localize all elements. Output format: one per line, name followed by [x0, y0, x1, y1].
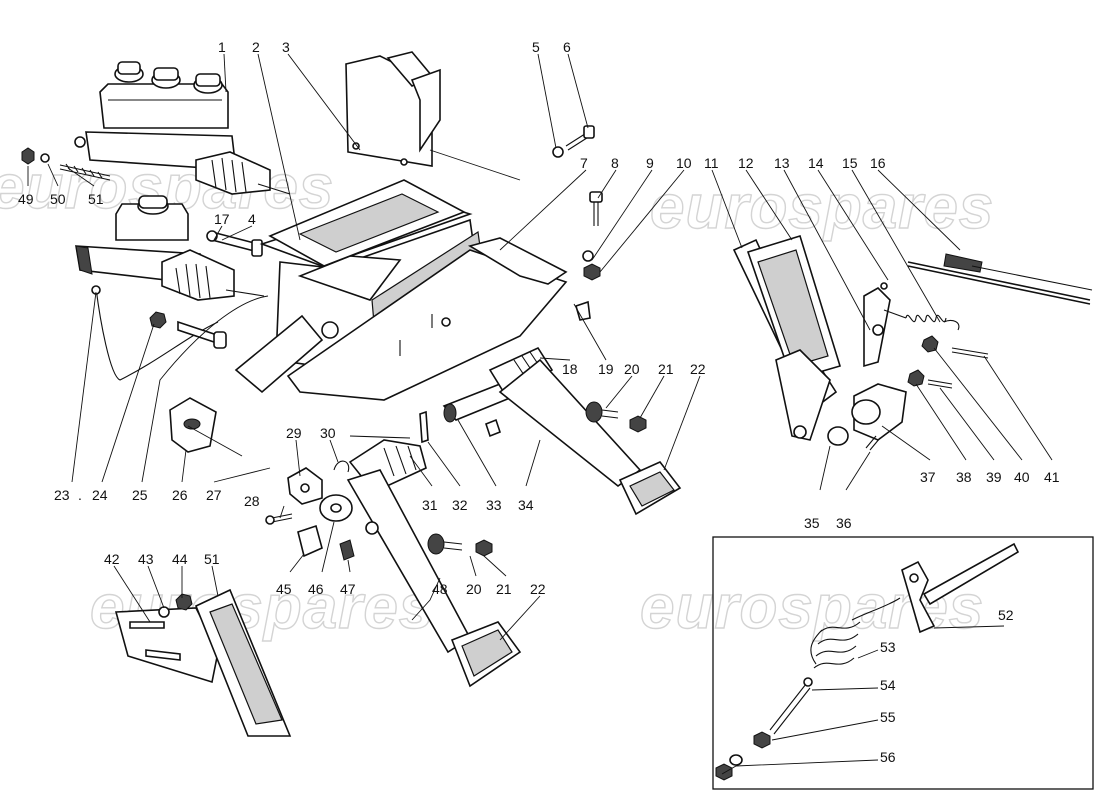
callout-48: 48 [432, 581, 448, 597]
callout-47: 47 [340, 581, 356, 597]
callout-14: 14 [808, 155, 824, 171]
callout-17: 17 [214, 211, 230, 227]
callout-39: 39 [986, 469, 1002, 485]
callout-56: 56 [880, 749, 896, 765]
watermark-bottom-right: eurospares [640, 573, 984, 642]
brake-master-cylinder [74, 61, 291, 195]
callout-51: 51 [88, 191, 104, 207]
callout-5: 5 [532, 39, 540, 55]
callout-19: 19 [598, 361, 614, 377]
callout-4: 4 [248, 211, 256, 227]
callout-26: 26 [172, 487, 188, 503]
callout-55: 55 [880, 709, 896, 725]
hardware-49-50-51 [21, 147, 111, 181]
callout-6: 6 [563, 39, 571, 55]
clutch-pedal-assembly [442, 346, 682, 516]
callout-12: 12 [738, 155, 754, 171]
callout-22-lower: 22 [530, 581, 546, 597]
callout-54: 54 [880, 677, 896, 693]
callout-44: 44 [172, 551, 188, 567]
callout-21: 21 [658, 361, 674, 377]
small-parts-center [265, 410, 429, 561]
callout-37: 37 [920, 469, 936, 485]
callout-32: 32 [452, 497, 468, 513]
callout-10: 10 [676, 155, 692, 171]
bushing-19 [575, 300, 591, 321]
leader-lines [27, 53, 1053, 775]
brake-pedal-assembly [346, 439, 522, 688]
separator-dot: . [78, 487, 82, 503]
callout-27: 27 [206, 487, 222, 503]
callout-50: 50 [50, 191, 66, 207]
callout-49: 49 [18, 191, 34, 207]
bolt-8-nut-9 [582, 191, 603, 281]
pivot-bracket-37 [827, 335, 989, 451]
callout-7: 7 [580, 155, 588, 171]
cover-plate-3 [345, 51, 441, 167]
callout-31: 31 [422, 497, 438, 513]
callout-52: 52 [998, 607, 1014, 623]
watermark-top-right: eurospares [650, 173, 994, 242]
stop-bolt-20-upper [585, 401, 647, 433]
callout-20-lower: 20 [466, 581, 482, 597]
pin-near-33 [485, 418, 501, 438]
callout-53: 53 [880, 639, 896, 655]
callout-30: 30 [320, 425, 336, 441]
callout-9: 9 [646, 155, 654, 171]
callout-15: 15 [842, 155, 858, 171]
callout-12-lower: 51 [204, 551, 220, 567]
callout-8: 8 [611, 155, 619, 171]
clutch-master-cylinder [75, 195, 265, 381]
bolt-4 [206, 230, 263, 257]
callout-21-lower: 21 [496, 581, 512, 597]
accelerator-pedal-bottom [114, 588, 292, 737]
callout-11: 11 [704, 155, 719, 171]
bracket-7 [467, 237, 568, 285]
callout-2: 2 [252, 39, 260, 55]
accelerator-linkage [863, 253, 1093, 368]
callout-43: 43 [138, 551, 154, 567]
hardware-24-25 [149, 311, 227, 349]
bolt-5-6 [552, 125, 595, 158]
callout-16: 16 [870, 155, 886, 171]
spacer-block-26 [169, 397, 217, 453]
inset-accelerator-parts [715, 542, 1020, 781]
callout-22: 22 [690, 361, 706, 377]
callout-45: 45 [276, 581, 292, 597]
callout-41: 41 [1044, 469, 1060, 485]
stop-bolt-20-lower [427, 533, 493, 557]
callout-46: 46 [308, 581, 324, 597]
callout-numbers: 1 2 3 5 6 7 8 9 10 11 12 13 14 15 16 17 … [18, 39, 1060, 765]
callout-23: 23 [54, 487, 70, 503]
callout-24: 24 [92, 487, 108, 503]
callout-28: 28 [244, 493, 260, 509]
callout-18: 18 [562, 361, 578, 377]
callout-25: 25 [132, 487, 148, 503]
callout-13: 13 [774, 155, 790, 171]
callout-29: 29 [286, 425, 302, 441]
inset-frame [712, 536, 1094, 790]
callout-38: 38 [956, 469, 972, 485]
callout-1: 1 [218, 39, 226, 55]
callout-33: 33 [486, 497, 502, 513]
callout-3: 3 [282, 39, 290, 55]
callout-35: 35 [804, 515, 820, 531]
callout-34: 34 [518, 497, 534, 513]
callout-40: 40 [1014, 469, 1030, 485]
callout-36: 36 [836, 515, 852, 531]
gasket-plate [268, 179, 466, 267]
callout-20: 20 [624, 361, 640, 377]
callout-42: 42 [104, 551, 120, 567]
accelerator-pedal-assembly [732, 235, 842, 441]
